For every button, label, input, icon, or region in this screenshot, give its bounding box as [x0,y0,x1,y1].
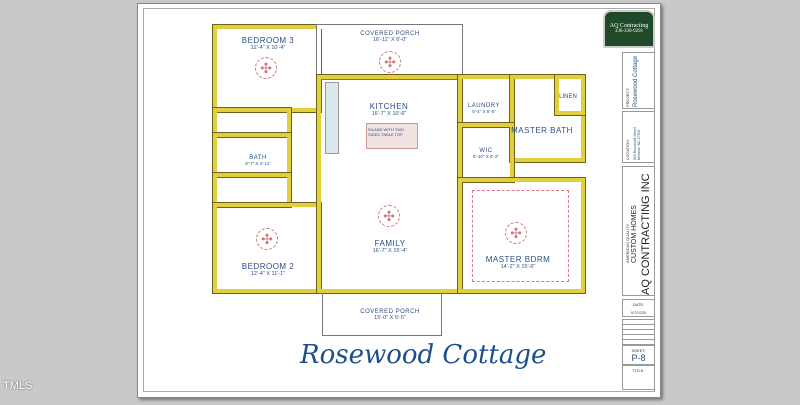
kitchen-island [366,123,418,149]
ceiling-fan-icon: ✣ [505,222,527,244]
company-box: AMERICAN QUALITY CUSTOM HOMES AQ CONTRAC… [622,166,655,296]
linen [554,74,586,116]
sheet-box: SHEET: P-8 [622,345,655,365]
revisions-box [622,319,655,345]
plan-title: Rosewood Cottage [300,340,547,370]
sheet-label: SHEET: [631,348,646,353]
ceiling-fan-icon: ✣ [256,228,278,250]
logo-phone: 336-330-9291 [614,29,644,34]
label-linen: LINEN [559,94,577,100]
company-name: AQ CONTRACTING INC [640,173,652,295]
kitchen-counter [325,82,339,154]
date-box: DATE: 9/7/2025 [622,299,655,317]
plan-sheet [137,3,661,398]
closet-2 [212,172,292,208]
tagline: AMERICAN QUALITY [625,223,630,263]
ceiling-fan-icon: ✣ [378,205,400,227]
date-label: DATE: [632,302,645,307]
watermark: TMLS [3,380,33,392]
project-label: PROJECT: [625,87,630,107]
master-bath [509,74,586,163]
porch-bottom [322,293,442,336]
project-box: PROJECT: Rosewood Cottage [622,52,655,109]
location-label: LOCATION: [625,138,630,160]
location-box: LOCATION: 603 Roosevelt Street Mebane, N… [622,111,655,163]
location: 603 Roosevelt Street Mebane, NC 27302 [633,127,641,160]
ceiling-fan-icon: ✣ [255,57,277,79]
title-box: TITLE: [622,365,655,390]
master-bdrm-ceiling [472,190,569,282]
logo: AQ Contracting 336-330-9291 [603,10,655,48]
title-label: TITLE: [632,368,645,373]
sheet-number: P-8 [631,353,646,363]
company-sub: CUSTOM HOMES [631,205,638,263]
logo-name: AQ Contracting [609,23,649,29]
ceiling-fan-icon: ✣ [379,51,401,73]
project-name: Rosewood Cottage [633,55,639,107]
laundry [457,74,515,128]
master-bdrm [457,177,586,294]
date: 9/7/2025 [630,310,647,315]
label-island: ISLAND WITH TWO SIDED TABLE TOP [368,127,405,137]
label-master-bath: MASTER BATH [511,126,573,135]
